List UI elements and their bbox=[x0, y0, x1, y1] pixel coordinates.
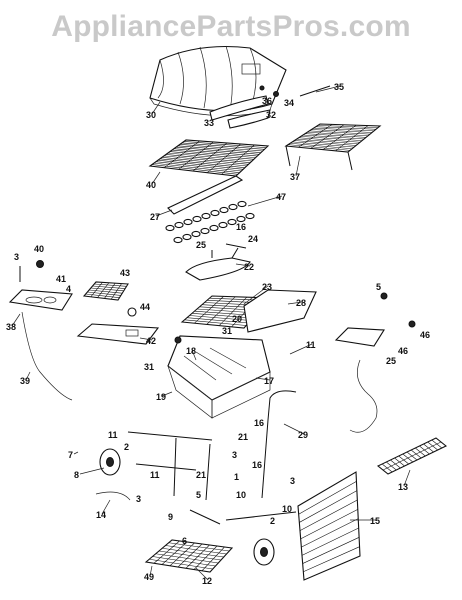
part-number-label: 11 bbox=[108, 430, 118, 440]
hose-part bbox=[95, 491, 131, 501]
part-number-label: 21 bbox=[238, 432, 248, 442]
part-number-label: 3 bbox=[232, 450, 237, 460]
part-number-label: 1 bbox=[234, 472, 239, 482]
part-number-label: 36 bbox=[262, 96, 272, 106]
door-panel-part bbox=[297, 471, 361, 581]
part-number-label: 25 bbox=[386, 356, 396, 366]
hood-handle-part bbox=[209, 85, 279, 129]
part-number-label: 6 bbox=[182, 536, 187, 546]
valve-panel-part bbox=[334, 292, 416, 433]
part-number-label: 17 bbox=[264, 376, 274, 386]
part-number-label: 16 bbox=[236, 222, 246, 232]
firebox-part bbox=[167, 335, 271, 419]
part-number-label: 9 bbox=[168, 512, 173, 522]
part-number-label: 24 bbox=[248, 234, 258, 244]
part-number-label: 20 bbox=[232, 314, 242, 324]
briquette-row bbox=[165, 200, 255, 244]
part-number-label: 14 bbox=[96, 510, 106, 520]
heat-tent-part bbox=[167, 175, 244, 215]
part-number-label: 3 bbox=[14, 252, 19, 262]
cart-frame-part bbox=[127, 390, 297, 525]
part-number-label: 10 bbox=[236, 490, 246, 500]
part-number-label: 19 bbox=[156, 392, 166, 402]
part-number-label: 47 bbox=[276, 192, 286, 202]
part-number-label: 5 bbox=[376, 282, 381, 292]
part-number-label: 37 bbox=[290, 172, 300, 182]
part-number-label: 30 bbox=[146, 110, 156, 120]
part-number-label: 8 bbox=[74, 470, 79, 480]
part-number-label: 46 bbox=[420, 330, 430, 340]
part-number-label: 2 bbox=[124, 442, 129, 452]
part-number-label: 31 bbox=[222, 326, 232, 336]
part-number-label: 11 bbox=[150, 470, 160, 480]
part-number-label: 5 bbox=[196, 490, 201, 500]
part-number-label: 38 bbox=[6, 322, 16, 332]
part-number-label: 40 bbox=[146, 180, 156, 190]
part-number-label: 12 bbox=[202, 576, 212, 586]
burner-part bbox=[185, 243, 251, 281]
side-shelf-part bbox=[243, 289, 317, 333]
part-number-label: 23 bbox=[262, 282, 272, 292]
part-number-label: 34 bbox=[284, 98, 294, 108]
part-number-label: 46 bbox=[398, 346, 408, 356]
cooking-grid-part bbox=[148, 139, 270, 177]
part-number-label: 7 bbox=[68, 450, 73, 460]
part-number-label: 41 bbox=[56, 274, 66, 284]
hood-rod-part bbox=[299, 85, 331, 97]
part-number-label: 4 bbox=[66, 284, 71, 294]
part-number-label: 13 bbox=[398, 482, 408, 492]
part-number-label: 29 bbox=[298, 430, 308, 440]
part-number-label: 15 bbox=[370, 516, 380, 526]
part-number-label: 16 bbox=[252, 460, 262, 470]
part-number-label: 16 bbox=[254, 418, 264, 428]
part-number-label: 28 bbox=[296, 298, 306, 308]
tool-basket-part bbox=[376, 437, 448, 475]
bottom-shelf-grid-part bbox=[144, 539, 234, 573]
part-number-label: 33 bbox=[204, 118, 214, 128]
part-number-label: 3 bbox=[290, 476, 295, 486]
part-number-label: 2 bbox=[270, 516, 275, 526]
leader-lines bbox=[11, 85, 411, 581]
part-number-label: 32 bbox=[266, 110, 276, 120]
part-number-label: 49 bbox=[144, 572, 154, 582]
part-number-label: 27 bbox=[150, 212, 160, 222]
left-side-burner-part bbox=[8, 260, 160, 401]
warming-rack-part bbox=[284, 123, 382, 171]
part-number-label: 22 bbox=[244, 262, 254, 272]
part-number-label: 31 bbox=[144, 362, 154, 372]
part-number-label: 11 bbox=[306, 340, 316, 350]
part-number-label: 44 bbox=[140, 302, 150, 312]
part-number-label: 18 bbox=[186, 346, 196, 356]
part-number-label: 10 bbox=[282, 504, 292, 514]
part-number-label: 42 bbox=[146, 336, 156, 346]
part-number-label: 35 bbox=[334, 82, 344, 92]
part-number-label: 3 bbox=[136, 494, 141, 504]
part-number-label: 43 bbox=[120, 268, 130, 278]
part-number-label: 40 bbox=[34, 244, 44, 254]
part-number-label: 39 bbox=[20, 376, 30, 386]
part-number-label: 21 bbox=[196, 470, 206, 480]
part-number-label: 25 bbox=[196, 240, 206, 250]
watermark: AppliancePartsPros.com bbox=[51, 10, 411, 43]
wheel-part bbox=[99, 448, 275, 566]
